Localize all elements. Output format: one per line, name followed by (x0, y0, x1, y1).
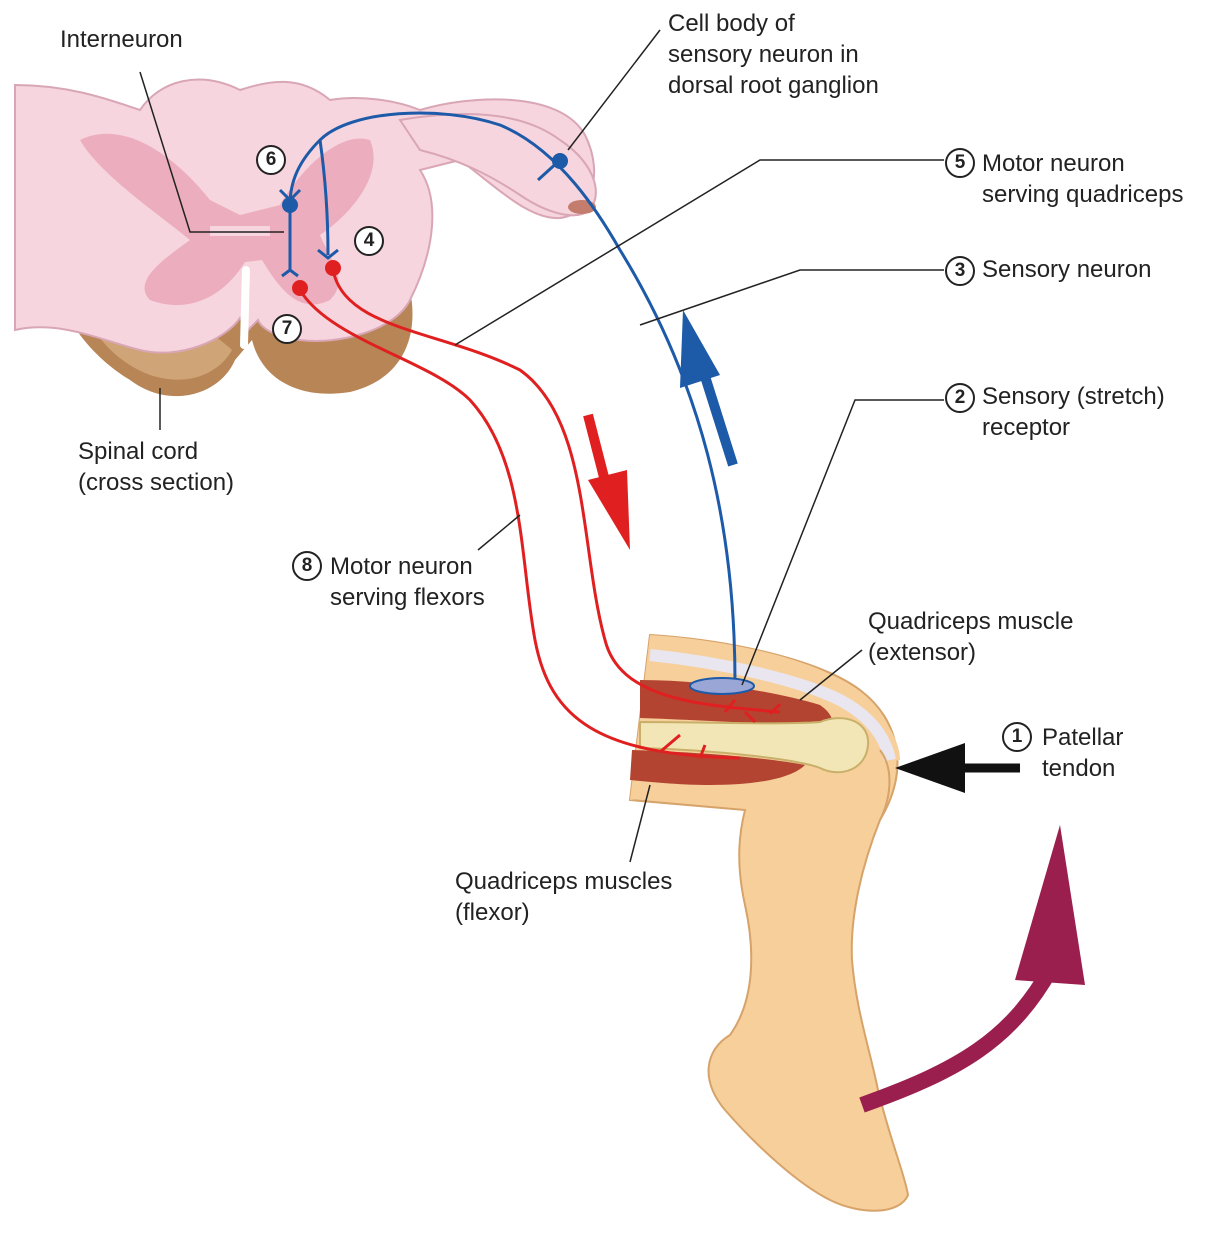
leader-motor-quad (454, 159, 944, 346)
gray-matter (80, 133, 374, 306)
spinal-cord-label: Spinal cord (cross section) (78, 436, 234, 498)
step-5-badge: 5 (945, 148, 975, 178)
motor-quad-label-line2: serving quadriceps (982, 181, 1184, 208)
cell-body-label-line1: Cell body of (668, 10, 795, 37)
motor-signal-arrowhead (588, 470, 630, 550)
quadriceps-extensor-muscle (640, 680, 832, 726)
motor-endings-flexor (659, 733, 707, 759)
kick-arrow (859, 966, 1057, 1113)
step-7-badge: 7 (272, 314, 302, 344)
sensory-branch-to-motor (318, 139, 330, 256)
leg-illustration (628, 633, 910, 1212)
patella-ridge (879, 749, 891, 821)
fat-layer (649, 649, 896, 762)
direction-arrows (583, 310, 1085, 1113)
step-4-badge: 4 (354, 226, 384, 256)
leader-interneuron (139, 71, 284, 233)
interneuron-synapse-lower (281, 268, 299, 278)
leader-sensory-neuron (639, 269, 944, 326)
motor-flexors-label: Motor neuron serving flexors (330, 551, 485, 613)
cell-body-label-line2: sensory neuron in (668, 41, 859, 68)
leader-lines (139, 29, 944, 863)
motor-synapse-sensory (317, 248, 339, 260)
step-3-badge: 3 (945, 256, 975, 286)
motor-neuron-quadriceps-body (325, 260, 341, 276)
tap-arrowhead (895, 743, 965, 793)
motor-neuron-quadriceps-fiber (331, 269, 781, 714)
quad-extensor-label-line1: Quadriceps muscle (868, 608, 1074, 635)
step-6-badge: 6 (256, 145, 286, 175)
quad-extensor-label: Quadriceps muscle (extensor) (868, 606, 1073, 668)
sensory-cell-body (552, 153, 568, 169)
patellar-label-line2: tendon (1042, 755, 1116, 782)
spinal-cord-label-line1: Spinal cord (78, 438, 199, 465)
stretch-receptor (689, 677, 755, 695)
interneuron-cell-body (282, 197, 298, 213)
motor-neuron-flexor-body (292, 280, 308, 296)
kick-arrowhead (1015, 825, 1085, 985)
quad-flexor-label-line1: Quadriceps muscles (455, 868, 673, 895)
step-2-badge: 2 (945, 383, 975, 413)
motor-signal-arrow (583, 413, 611, 487)
step-8-badge: 8 (292, 551, 322, 581)
spinal-cord-label-line2: (cross section) (78, 469, 235, 496)
motor-flexors-label-line2: serving flexors (330, 584, 485, 611)
motor-pathway (298, 269, 782, 760)
motor-endings-extensor (723, 699, 782, 724)
stretch-receptor-label: Sensory (stretch) receptor (982, 381, 1165, 443)
leader-quad-extensor (799, 649, 863, 701)
motor-quad-label: Motor neuron serving quadriceps (982, 148, 1183, 210)
stretch-receptor-label-line2: receptor (982, 414, 1071, 441)
quad-flexor-label: Quadriceps muscles (flexor) (455, 866, 672, 928)
spinal-cord-cross-section (14, 78, 597, 397)
sensory-neuron-label: Sensory neuron (982, 256, 1152, 283)
sensory-signal-arrow (698, 368, 738, 467)
cell-body-label: Cell body of sensory neuron in dorsal ro… (668, 8, 879, 101)
quad-extensor-label-line2: (extensor) (868, 639, 977, 666)
motor-flexors-label-line1: Motor neuron (330, 553, 473, 580)
leader-stretch-receptor (741, 399, 944, 686)
quad-flexor-label-line2: (flexor) (455, 899, 530, 926)
motor-neuron-flexor-fiber (298, 289, 741, 760)
stretch-receptor-label-line1: Sensory (stretch) (982, 383, 1165, 410)
central-canal-line (210, 226, 270, 236)
interneuron-label: Interneuron (60, 26, 183, 53)
step-1-badge: 1 (1002, 722, 1032, 752)
ventral-fissure (240, 266, 250, 349)
cell-body-label-line3: dorsal root ganglion (668, 72, 879, 99)
leader-quad-flexor (629, 784, 651, 863)
patellar-label-line1: Patellar (1042, 724, 1124, 751)
patellar-label: Patellar tendon (1042, 722, 1123, 784)
femur (639, 717, 870, 774)
leader-motor-flexors (477, 514, 521, 551)
leader-cell-body (567, 29, 661, 151)
hamstring-flexor-muscle (630, 750, 805, 785)
motor-quad-label-line1: Motor neuron (982, 150, 1125, 177)
sensory-signal-arrowhead (680, 310, 720, 388)
